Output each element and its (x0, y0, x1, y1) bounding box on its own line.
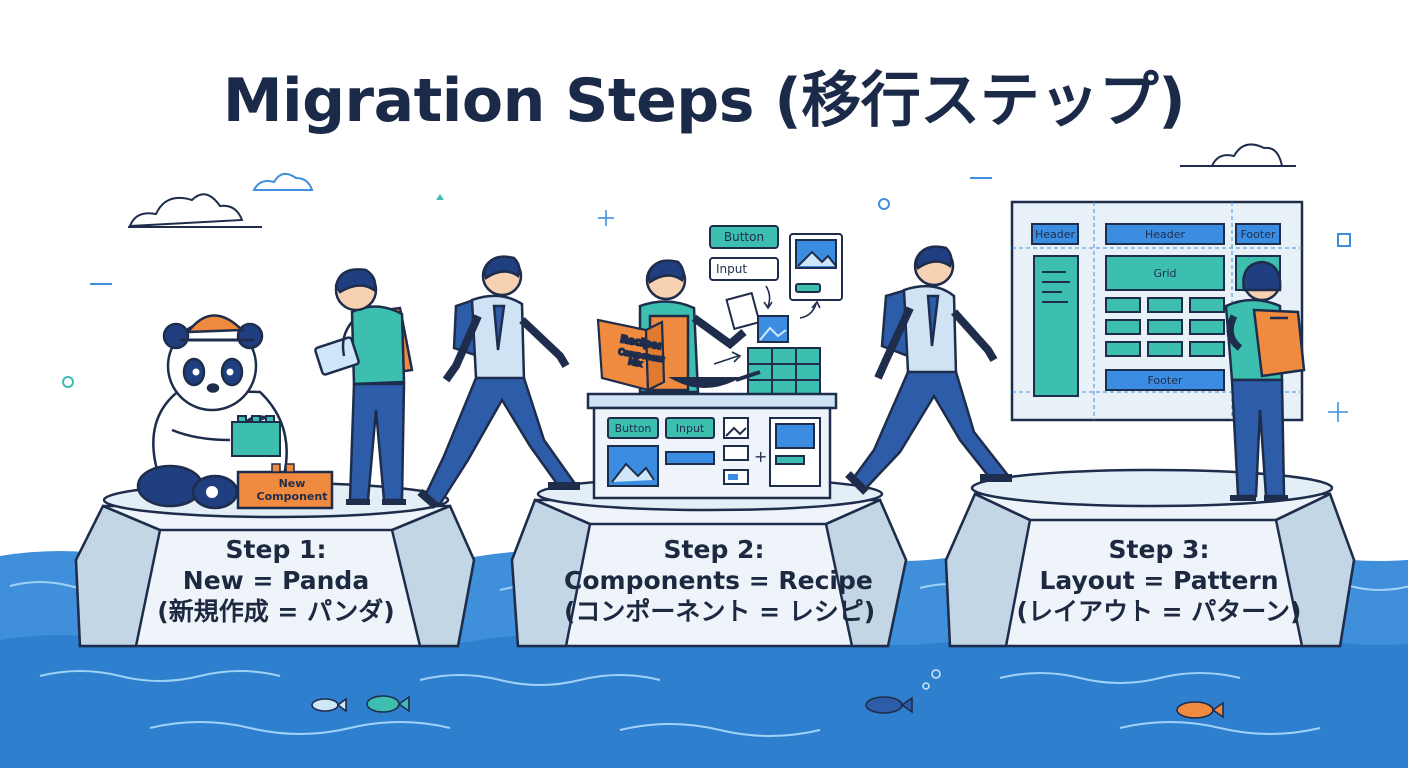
square-icon (1337, 233, 1351, 247)
step-2-heading: Step 2: (663, 535, 765, 564)
step-3-line1: Layout = Pattern (1039, 566, 1279, 595)
fish-icon (366, 695, 410, 713)
plus-icon: + (754, 447, 767, 466)
counter-input-label: Input (676, 422, 705, 435)
rock-platform-3 (944, 468, 1356, 648)
circle-icon (878, 198, 890, 210)
board-footer-right: Footer (1235, 223, 1281, 245)
step-2-line2: (コンポーネント = レシピ) (564, 597, 876, 626)
step-1-heading: Step 1: (225, 535, 327, 564)
floating-input-chip: Input (709, 257, 779, 281)
walking-person-2 (845, 245, 1013, 495)
counter-button-label: Button (615, 422, 652, 435)
floating-button-chip: Button (709, 225, 779, 249)
new-component-label-line1: New (279, 477, 306, 490)
counter-button-chip: Button (607, 417, 659, 439)
board-grid-label: Grid (1153, 267, 1176, 280)
board-header-center: Header (1105, 223, 1225, 245)
step-3-heading: Step 3: (1108, 535, 1210, 564)
triangle-icon (436, 194, 444, 200)
board-header-left-label: Header (1035, 228, 1076, 241)
step-2-line1: Components = Recipe (564, 566, 873, 595)
person-with-tablet (314, 268, 414, 505)
page-title: Migration Steps (移行ステップ) (222, 66, 1186, 136)
floating-input-label: Input (716, 262, 747, 276)
step-1-line2: (新規作成 = パンダ) (157, 597, 395, 626)
recipe-book: Recipe: Component Mix (596, 318, 666, 392)
lego-block-icon (231, 415, 281, 457)
fish-icon (311, 697, 347, 713)
small-image-icon (757, 315, 789, 343)
board-footer-bottom: Footer (1105, 369, 1225, 391)
board-sidebar (1033, 255, 1079, 397)
step-1-label: Step 1: New = Panda (新規作成 = パンダ) (126, 534, 426, 627)
fish-icon (1176, 701, 1224, 719)
cloud-icon (252, 172, 314, 191)
board-footer-right-label: Footer (1241, 228, 1276, 241)
step-3-label: Step 3: Layout = Pattern (レイアウト = パターン) (1009, 534, 1309, 627)
fish-icon (865, 696, 913, 714)
cloud-icon (1180, 143, 1296, 167)
new-component-box: New Component (236, 463, 334, 510)
step-3-line2: (レイアウト = パターン) (1016, 597, 1302, 626)
recipe-book-line3: Mix (628, 357, 643, 368)
arrow-icon (713, 285, 821, 365)
image-card-icon (789, 233, 843, 301)
step-1-line1: New = Panda (182, 566, 370, 595)
board-footer-bottom-label: Footer (1148, 374, 1183, 387)
cloud-icon (128, 193, 262, 228)
paper-sheet-icon (725, 291, 761, 331)
sky-dash (90, 177, 992, 285)
walking-person-1 (417, 255, 581, 510)
person-at-board (1224, 260, 1306, 501)
floating-button-label: Button (724, 230, 764, 244)
counter-input-chip: Input (665, 417, 715, 439)
panda-illustration (136, 314, 288, 510)
circle-icon (62, 376, 74, 388)
bubbles (922, 669, 941, 690)
board-header-left: Header (1031, 223, 1079, 245)
board-header-center-label: Header (1145, 228, 1186, 241)
step-2-label: Step 2: Components = Recipe (コンポーネント = レ… (564, 534, 876, 627)
counter-ui-pieces: + (607, 417, 821, 487)
new-component-label-line2: Component (257, 490, 328, 503)
sparkle-icon (598, 210, 1348, 422)
frying-pan-icon (668, 370, 761, 388)
